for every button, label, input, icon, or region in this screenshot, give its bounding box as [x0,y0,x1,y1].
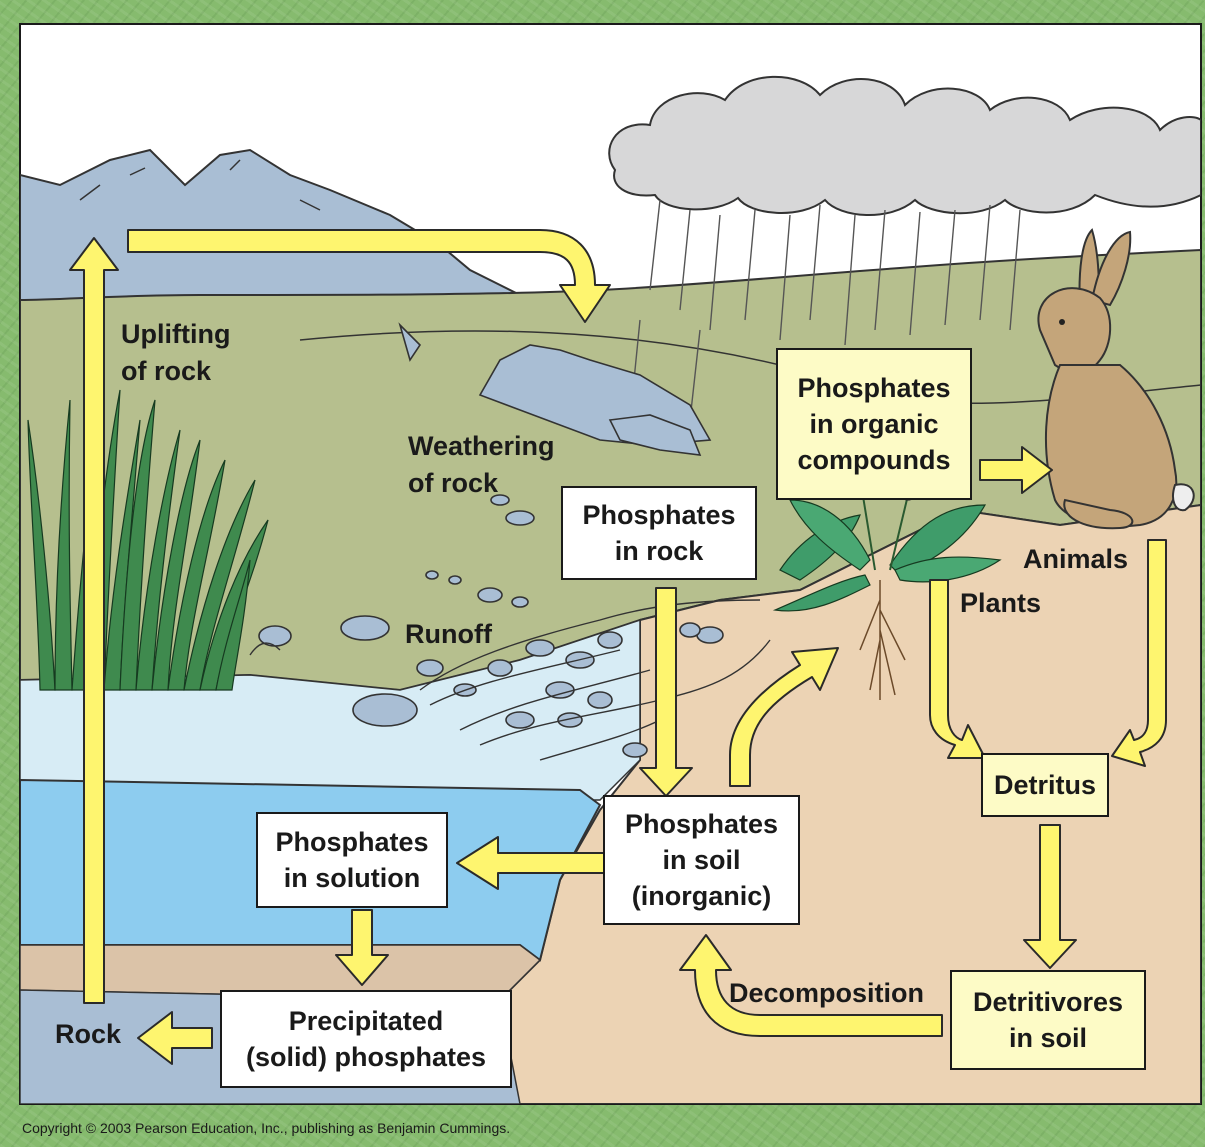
arrow-solution-to-precipitated [336,910,388,985]
arrow-precipitated-to-rock [138,1012,212,1064]
phosphates-in-solution-box: Phosphates in solution [256,812,448,908]
plants-label: Plants [960,585,1041,622]
arrow-uplifting [70,238,118,1003]
uplifting-of-rock-label: Uplifting of rock [121,316,230,390]
runoff-label: Runoff [405,616,492,653]
phosphates-in-rock-box: Phosphates in rock [561,486,757,580]
phosphates-in-soil-box: Phosphates in soil (inorganic) [603,795,800,925]
arrow-soil-to-plants [730,648,838,786]
precipitated-phosphates-box: Precipitated (solid) phosphates [220,990,512,1088]
weathering-of-rock-label: Weathering of rock [408,428,555,502]
arrow-organic-to-animals [980,447,1052,493]
animals-label: Animals [1023,541,1128,578]
phosphates-in-organic-compounds-box: Phosphates in organic compounds [776,348,972,500]
detritus-box: Detritus [981,753,1109,817]
copyright-notice: Copyright © 2003 Pearson Education, Inc.… [22,1120,510,1136]
arrow-rock-to-soil [640,588,692,796]
rock-label: Rock [55,1016,121,1053]
decomposition-label: Decomposition [729,975,924,1012]
detritivores-in-soil-box: Detritivores in soil [950,970,1146,1070]
arrow-soil-to-solution [457,837,604,889]
arrow-detritus-to-detritivores [1024,825,1076,968]
arrow-weathering [128,230,610,322]
